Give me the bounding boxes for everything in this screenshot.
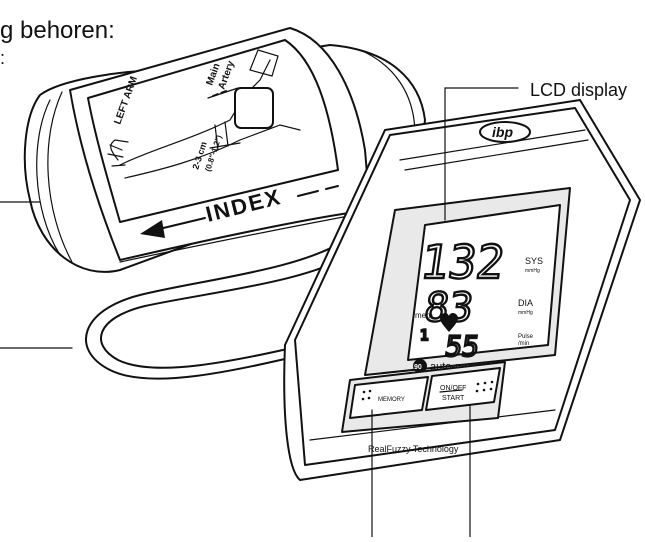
index-dash-2	[325, 185, 339, 190]
onoff-button-dots	[475, 380, 494, 393]
heart-icon	[440, 313, 458, 332]
monitor-inner-edge	[404, 139, 589, 171]
onoff-button-line2: START	[442, 395, 465, 402]
lcd-dia-label: DIA	[518, 298, 533, 308]
lcd-sys-value: 132	[417, 235, 508, 289]
onoff-start-button[interactable]	[425, 367, 501, 411]
cuff-on-arm	[234, 87, 274, 129]
cuff-hem	[119, 211, 371, 263]
onoff-underline	[439, 389, 463, 393]
header-text: g behoren:	[0, 17, 115, 44]
callout-lcd-line	[444, 87, 519, 221]
air-tube	[85, 239, 356, 380]
index-arrow-head	[140, 220, 165, 238]
monitor-unit: ibp 132 83 55 SYS mmHg DIA mmHg Pulse /m…	[283, 99, 641, 481]
header-text-2: :	[0, 48, 5, 68]
cuff-roll-line	[36, 99, 61, 256]
brand-logo: ibp	[492, 124, 513, 140]
technology-label: RealFuzzy Technology	[368, 444, 459, 454]
air-tube-inner	[100, 251, 356, 369]
memory-button-label: MEMORY	[378, 397, 405, 403]
cuff-roll-line-3	[359, 49, 416, 136]
index-dash-1	[297, 190, 319, 197]
brand-logo-oval	[479, 121, 531, 143]
callout-lines: LCD display	[0, 80, 627, 538]
lcd-mem-number: 1	[420, 328, 428, 344]
lcd-dia-unit: mmHg	[518, 310, 533, 316]
cuff-roll-line-2	[47, 91, 73, 263]
lcd-sys-unit: mmHg	[525, 268, 540, 274]
monitor-bottom-edge	[309, 409, 556, 441]
lcd-pulse-label-1: Pulse	[518, 334, 534, 340]
lcd-pulse-label-2: /min	[518, 341, 529, 347]
onoff-button-line1: ON/OFF	[440, 385, 466, 392]
monitor-top-edge	[399, 129, 586, 161]
memory-button[interactable]	[349, 376, 429, 419]
lcd-pulse-value: 55	[443, 330, 481, 363]
memory-button-dots	[361, 389, 372, 401]
arm-cuff: LEFT ARM Main Artery 2-3 cm (0.8"-1.2") …	[23, 27, 426, 273]
arm-illustration	[107, 49, 301, 179]
air-tube-outer	[85, 239, 346, 380]
lcd-mem-label: mem.	[415, 311, 435, 320]
auto-memory-badge	[413, 359, 427, 373]
auto-memory-number: 90	[414, 364, 422, 371]
lcd-sys-label: SYS	[525, 256, 543, 266]
cuff-print-area	[87, 39, 339, 223]
callout-lcd-label: LCD display	[530, 80, 627, 100]
